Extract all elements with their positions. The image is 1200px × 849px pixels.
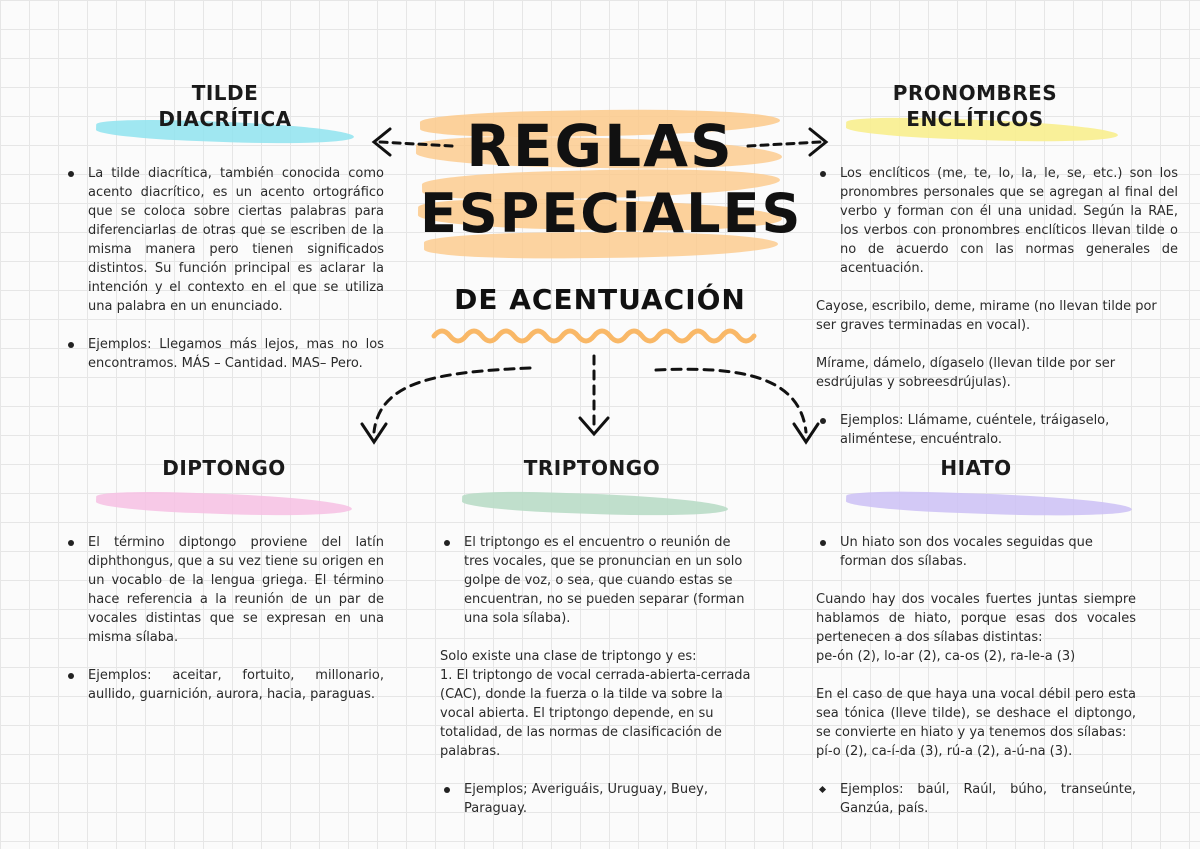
subtitle-squiggle xyxy=(431,328,757,344)
triptongo-clase: Solo existe una clase de triptongo y es: xyxy=(440,649,697,664)
triptongo-heading: TRIPTONGO xyxy=(523,456,661,480)
tilde-section: La tilde diacrítica, también conocida co… xyxy=(64,164,384,373)
arrow-to-tilde xyxy=(378,140,454,148)
hiato-examples: Ejemplos: baúl, Raúl, búho, transeúnte, … xyxy=(816,780,1136,818)
pronombres-heading-line1: PRONOMBRES xyxy=(892,81,1058,105)
arrow-to-diptongo xyxy=(372,366,532,434)
arrow-to-hiato xyxy=(654,367,808,434)
hiato-debil-tonica: En el caso de que haya una vocal débil p… xyxy=(816,687,1136,740)
tilde-heading-line2: DIACRÍTICA xyxy=(158,107,292,131)
pronombres-section: Los enclíticos (me, te, lo, la, le, se, … xyxy=(816,164,1178,449)
hiato-heading: HIATO xyxy=(940,456,1012,480)
hiato-ejemplos-fuertes: pe-ón (2), lo-ar (2), ca-os (2), ra-le-a… xyxy=(816,649,1076,664)
tilde-heading-line1: TILDE xyxy=(191,81,259,105)
title-line-2: ESPECiALES xyxy=(420,182,803,245)
diptongo-heading: DIPTONGO xyxy=(162,456,286,480)
subtitle: DE ACENTUACIÓN xyxy=(454,283,746,316)
diptongo-definition: El término diptongo proviene del latín d… xyxy=(64,533,384,647)
pronombres-heading: PRONOMBRES ENCLÍTICOS xyxy=(870,80,1080,132)
pronombres-definition: Los enclíticos (me, te, lo, la, le, se, … xyxy=(816,164,1178,278)
triptongo-section: El triptongo es el encuentro o reunión d… xyxy=(440,533,752,818)
arrow-to-pronombres xyxy=(746,140,822,148)
triptongo-definition: El triptongo es el encuentro o reunión d… xyxy=(440,533,752,628)
pronombres-esdrujulas: Mírame, dámelo, dígaselo (llevan tilde p… xyxy=(816,356,1116,390)
tilde-examples: Ejemplos: Llegamos más lejos, mas no los… xyxy=(64,335,384,373)
title-line-1: REGLAS xyxy=(466,112,734,180)
pronombres-examples: Ejemplos: Llámame, cuéntele, tráigaselo,… xyxy=(816,411,1178,449)
tilde-definition: La tilde diacrítica, también conocida co… xyxy=(64,164,384,316)
diptongo-examples: Ejemplos: aceitar, fortuito, millonario,… xyxy=(64,666,384,704)
triptongo-examples: Ejemplos; Averiguáis, Uruguay, Buey, Par… xyxy=(440,780,752,818)
tilde-heading: TILDE DIACRÍTICA xyxy=(130,80,320,132)
diptongo-section: El término diptongo proviene del latín d… xyxy=(64,533,384,704)
triptongo-cac: 1. El triptongo de vocal cerrada-abierta… xyxy=(440,668,751,759)
pronombres-heading-line2: ENCLÍTICOS xyxy=(906,107,1044,131)
hiato-fuertes: Cuando hay dos vocales fuertes juntas si… xyxy=(816,592,1136,645)
hiato-section: Un hiato son dos vocales seguidas que fo… xyxy=(816,533,1136,818)
hiato-ejemplos-debil: pí-o (2), ca-í-da (3), rú-a (2), a-ú-na … xyxy=(816,744,1073,759)
hiato-definition: Un hiato son dos vocales seguidas que fo… xyxy=(816,533,1136,571)
pronombres-graves: Cayose, escribilo, deme, mirame (no llev… xyxy=(816,299,1157,333)
